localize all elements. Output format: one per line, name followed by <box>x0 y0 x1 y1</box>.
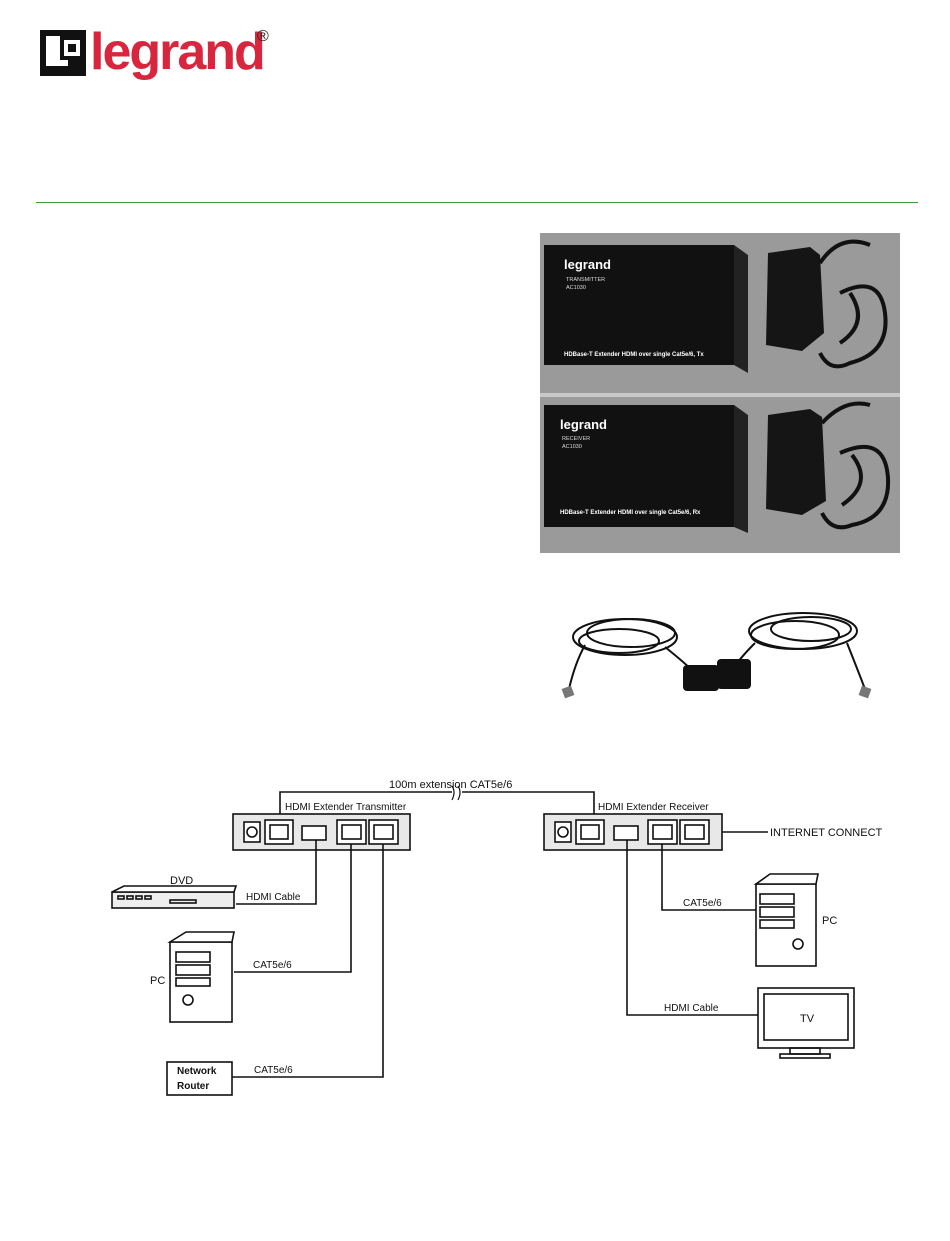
ir-cables-photo <box>555 603 877 709</box>
legrand-logo: legrand ® <box>40 26 280 84</box>
logo-registered: ® <box>257 28 269 45</box>
hdmi-cable-label-rx: HDMI Cable <box>664 1003 719 1014</box>
connection-diagram: 100m extension CAT5e/6 HDMI Extender Tra… <box>111 779 883 1096</box>
router-label-line2: Router <box>177 1081 209 1092</box>
cat-router-label-tx: CAT5e/6 <box>254 1065 293 1076</box>
header-rule <box>36 202 918 203</box>
tx-caption: HDBase-T Extender HDMI over single Cat5e… <box>564 352 704 358</box>
cat-pc-label-rx: CAT5e/6 <box>683 898 722 909</box>
dvd-label: DVD <box>170 875 193 887</box>
pc-tx <box>169 941 233 1023</box>
ir-emitter-module <box>717 659 751 689</box>
receiver-label: HDMI Extender Receiver <box>598 802 709 813</box>
power-adapter-rx <box>766 409 826 515</box>
tx-brand: legrand <box>564 257 611 272</box>
legrand-logo-mark-icon <box>40 30 86 76</box>
tx-type: TRANSMITTER <box>566 277 605 283</box>
logo-wordmark: legrand <box>90 23 266 81</box>
tv-label: TV <box>800 1013 815 1025</box>
tx-model: AC1030 <box>566 285 586 291</box>
rx-caption: HDBase-T Extender HDMI over single Cat5e… <box>560 510 701 516</box>
cat-pc-label-tx: CAT5e/6 <box>253 960 292 971</box>
internet-connect-label: INTERNET CONNECT <box>770 827 883 839</box>
transmitter-box <box>544 245 734 365</box>
power-adapter-tx <box>766 247 824 351</box>
pc-rx <box>755 883 817 967</box>
pc-label-rx: PC <box>822 915 837 927</box>
rx-type: RECEIVER <box>562 436 590 442</box>
rx-model: AC1030 <box>562 444 582 450</box>
tv <box>757 987 855 1049</box>
router-label-line1: Network <box>177 1066 217 1077</box>
hdmi-cable-label-tx: HDMI Cable <box>246 892 301 903</box>
extension-label: 100m extension CAT5e/6 <box>389 779 512 791</box>
rx-brand: legrand <box>560 417 607 432</box>
receiver-box <box>544 405 734 527</box>
product-photo: legrand TRANSMITTER AC1030 HDBase-T Exte… <box>540 233 900 553</box>
ir-receiver-module <box>683 665 719 691</box>
pc-label-tx: PC <box>150 975 165 987</box>
transmitter-label: HDMI Extender Transmitter <box>285 802 407 813</box>
network-router <box>166 1061 233 1096</box>
